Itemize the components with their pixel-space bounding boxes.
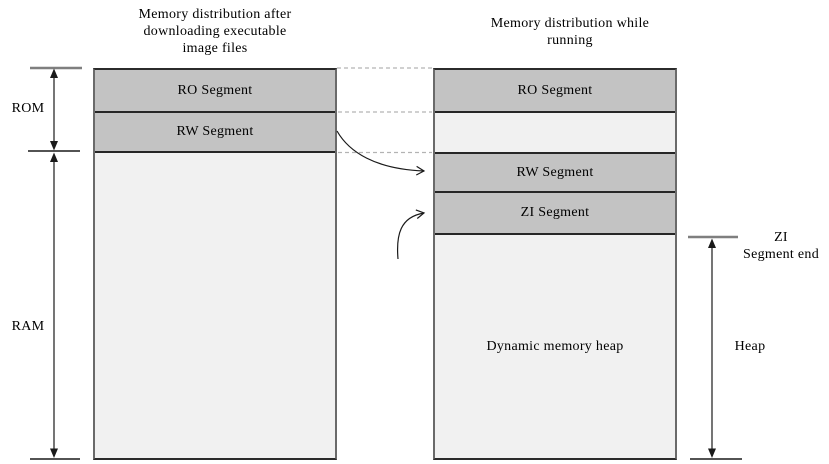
heap-label: Heap [734,339,766,354]
left-rw-segment: RW Segment [95,113,335,153]
right-memory-column: RO Segment RW Segment ZI Segment Dynamic… [433,68,677,460]
right-heap-segment: Dynamic memory heap [435,235,675,458]
left-column-title-line: image files [182,41,248,56]
left-column-title-line: Memory distribution after [138,7,292,22]
right-gap-segment [435,113,675,154]
right-column-title-line: Memory distribution while [490,16,650,31]
right-column-title: Memory distribution while running [448,15,692,49]
zi-segment-end-label-line: Segment end [742,247,819,262]
left-memory-column: RO Segment RW Segment [93,68,337,460]
zi-segment-end-label: ZI Segment end [737,229,825,263]
right-zi-segment: ZI Segment [435,193,675,235]
zi-init-arrow [396,209,426,260]
right-column-title-line: running [547,33,593,48]
right-rw-segment: RW Segment [435,154,675,193]
zi-segment-end-label-line: ZI [774,230,788,245]
rom-label: ROM [11,101,45,116]
ram-extent-arrow [30,152,80,460]
rw-copy-arrow [336,130,426,176]
left-ro-segment: RO Segment [95,70,335,113]
left-column-title: Memory distribution after downloading ex… [93,6,337,57]
segment-alignment-dashed-lines [337,67,433,154]
ram-label: RAM [11,319,45,334]
right-ro-segment: RO Segment [435,70,675,113]
left-column-title-line: downloading executable [143,24,287,39]
left-empty-ram-segment [95,153,335,458]
